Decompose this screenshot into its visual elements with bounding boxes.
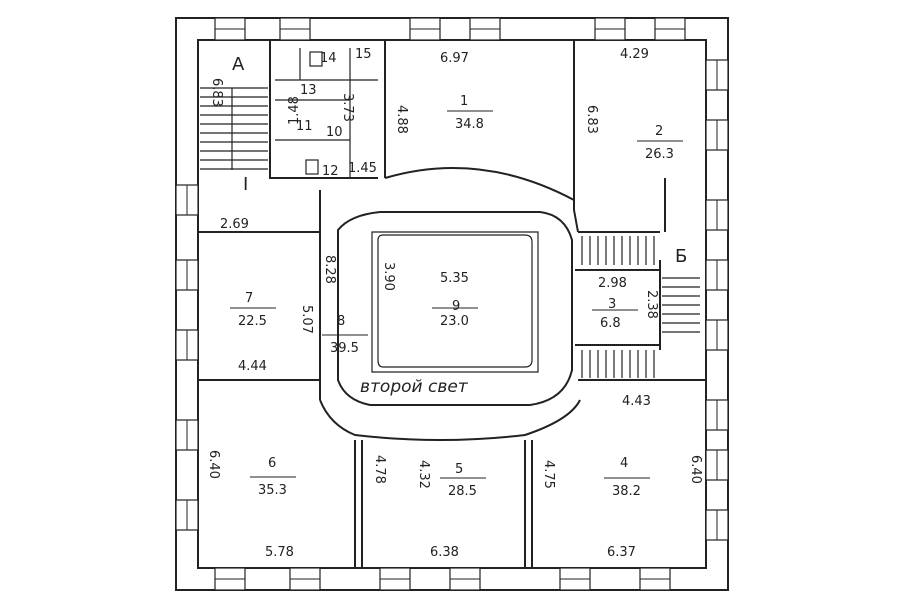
room-12-number: 12 (322, 164, 339, 179)
window (705, 259, 729, 291)
window (279, 17, 311, 41)
room-area: 28.5 (448, 484, 477, 499)
window (175, 419, 199, 451)
room-depth-dim: 8.28 (322, 255, 337, 284)
room-3: 3 6.8 2.98 2.38 (592, 276, 659, 331)
stair-b (581, 236, 700, 378)
light-well (371, 231, 539, 373)
window (175, 499, 199, 531)
room-7: 7 22.5 4.44 5.07 2.69 (220, 217, 314, 374)
window (705, 509, 729, 541)
window (409, 17, 441, 41)
window (705, 119, 729, 151)
window (705, 399, 729, 431)
room-width-dim: 4.44 (238, 359, 267, 374)
window (559, 567, 591, 591)
room-width-dim: 4.29 (620, 47, 649, 62)
room-width-dim: 5.35 (440, 271, 469, 286)
room-depth-dim: 2.38 (644, 290, 659, 319)
wc-dim-1: 1.48 (287, 96, 302, 125)
room-13-number: 13 (300, 83, 317, 98)
room-area: 26.3 (645, 147, 674, 162)
window (214, 17, 246, 41)
room-number: 6 (268, 456, 276, 471)
room-depth-dim: 5.07 (299, 305, 314, 334)
room-area: 38.2 (612, 484, 641, 499)
window (594, 17, 626, 41)
room-10-number: 10 (326, 125, 343, 140)
window (175, 329, 199, 361)
stair-b-label: Б (675, 246, 687, 267)
room-number: 8 (337, 314, 345, 329)
room-1: 1 34.8 6.97 4.88 (394, 51, 493, 134)
room-11-number: 11 (296, 119, 313, 134)
interior-walls (198, 40, 706, 568)
room-number: 5 (455, 462, 463, 477)
room-14-number: 14 (320, 51, 337, 66)
room-5: 5 28.5 6.38 4.32 4.78 4.75 (372, 455, 556, 560)
room-area: 39.5 (330, 341, 359, 356)
windows (175, 17, 729, 591)
window (705, 449, 729, 481)
room-area: 22.5 (238, 314, 267, 329)
room-top-dim: 4.43 (622, 394, 651, 409)
room-width-dim: 5.78 (265, 545, 294, 560)
room-number: 1 (460, 94, 468, 109)
room-9: 923.0 5.35 3.90 (381, 262, 478, 329)
room-left-dim: 4.78 (372, 455, 387, 484)
window (289, 567, 321, 591)
room-2: 2 26.3 4.29 6.83 (584, 47, 683, 162)
void-label: второй свет (360, 377, 469, 397)
room-width-dim: 6.38 (430, 545, 459, 560)
room-depth-dim: 4.88 (394, 105, 409, 134)
room-width-dim: 6.97 (440, 51, 469, 66)
room-depth-dim: 4.32 (416, 460, 431, 489)
room-8: 8 39.5 8.28 (322, 255, 368, 356)
room-area: 6.8 (600, 316, 621, 331)
room-number: 3 (608, 297, 616, 312)
room-number: 7 (245, 291, 253, 306)
room-number: 4 (620, 456, 628, 471)
wc-dim-2: 3.73 (340, 93, 355, 122)
room-number: 9 (452, 299, 460, 314)
wc-dim-3: 1.45 (348, 161, 377, 176)
room-15-number: 15 (355, 47, 372, 62)
room-right-dim: 4.75 (541, 460, 556, 489)
window (639, 567, 671, 591)
room-4: 4 38.2 6.37 6.40 4.43 (604, 394, 703, 560)
room-width-dim: 2.98 (598, 276, 627, 291)
window (705, 59, 729, 91)
room-width-dim: 6.37 (607, 545, 636, 560)
room-depth-dim: 3.90 (381, 262, 396, 291)
window (654, 17, 686, 41)
window (214, 567, 246, 591)
room-top-dim: 2.69 (220, 217, 249, 232)
room-area: 23.0 (440, 314, 469, 329)
window (175, 184, 199, 216)
room-depth-dim: 6.40 (688, 455, 703, 484)
room-6: 6 35.3 5.78 6.40 (206, 450, 296, 560)
room-number: 2 (655, 124, 663, 139)
landing-label: I (243, 174, 248, 195)
window (705, 319, 729, 351)
window (379, 567, 411, 591)
window (449, 567, 481, 591)
window (705, 199, 729, 231)
window (175, 259, 199, 291)
window (469, 17, 501, 41)
wc-block (275, 48, 378, 178)
stair-a-dim: 6.83 (209, 78, 224, 107)
room-depth-dim: 6.83 (584, 105, 599, 134)
room-depth-dim: 6.40 (206, 450, 221, 479)
room-area: 35.3 (258, 483, 287, 498)
stair-a (200, 87, 268, 170)
stair-a-label: А (232, 54, 245, 75)
room-area: 34.8 (455, 117, 484, 132)
